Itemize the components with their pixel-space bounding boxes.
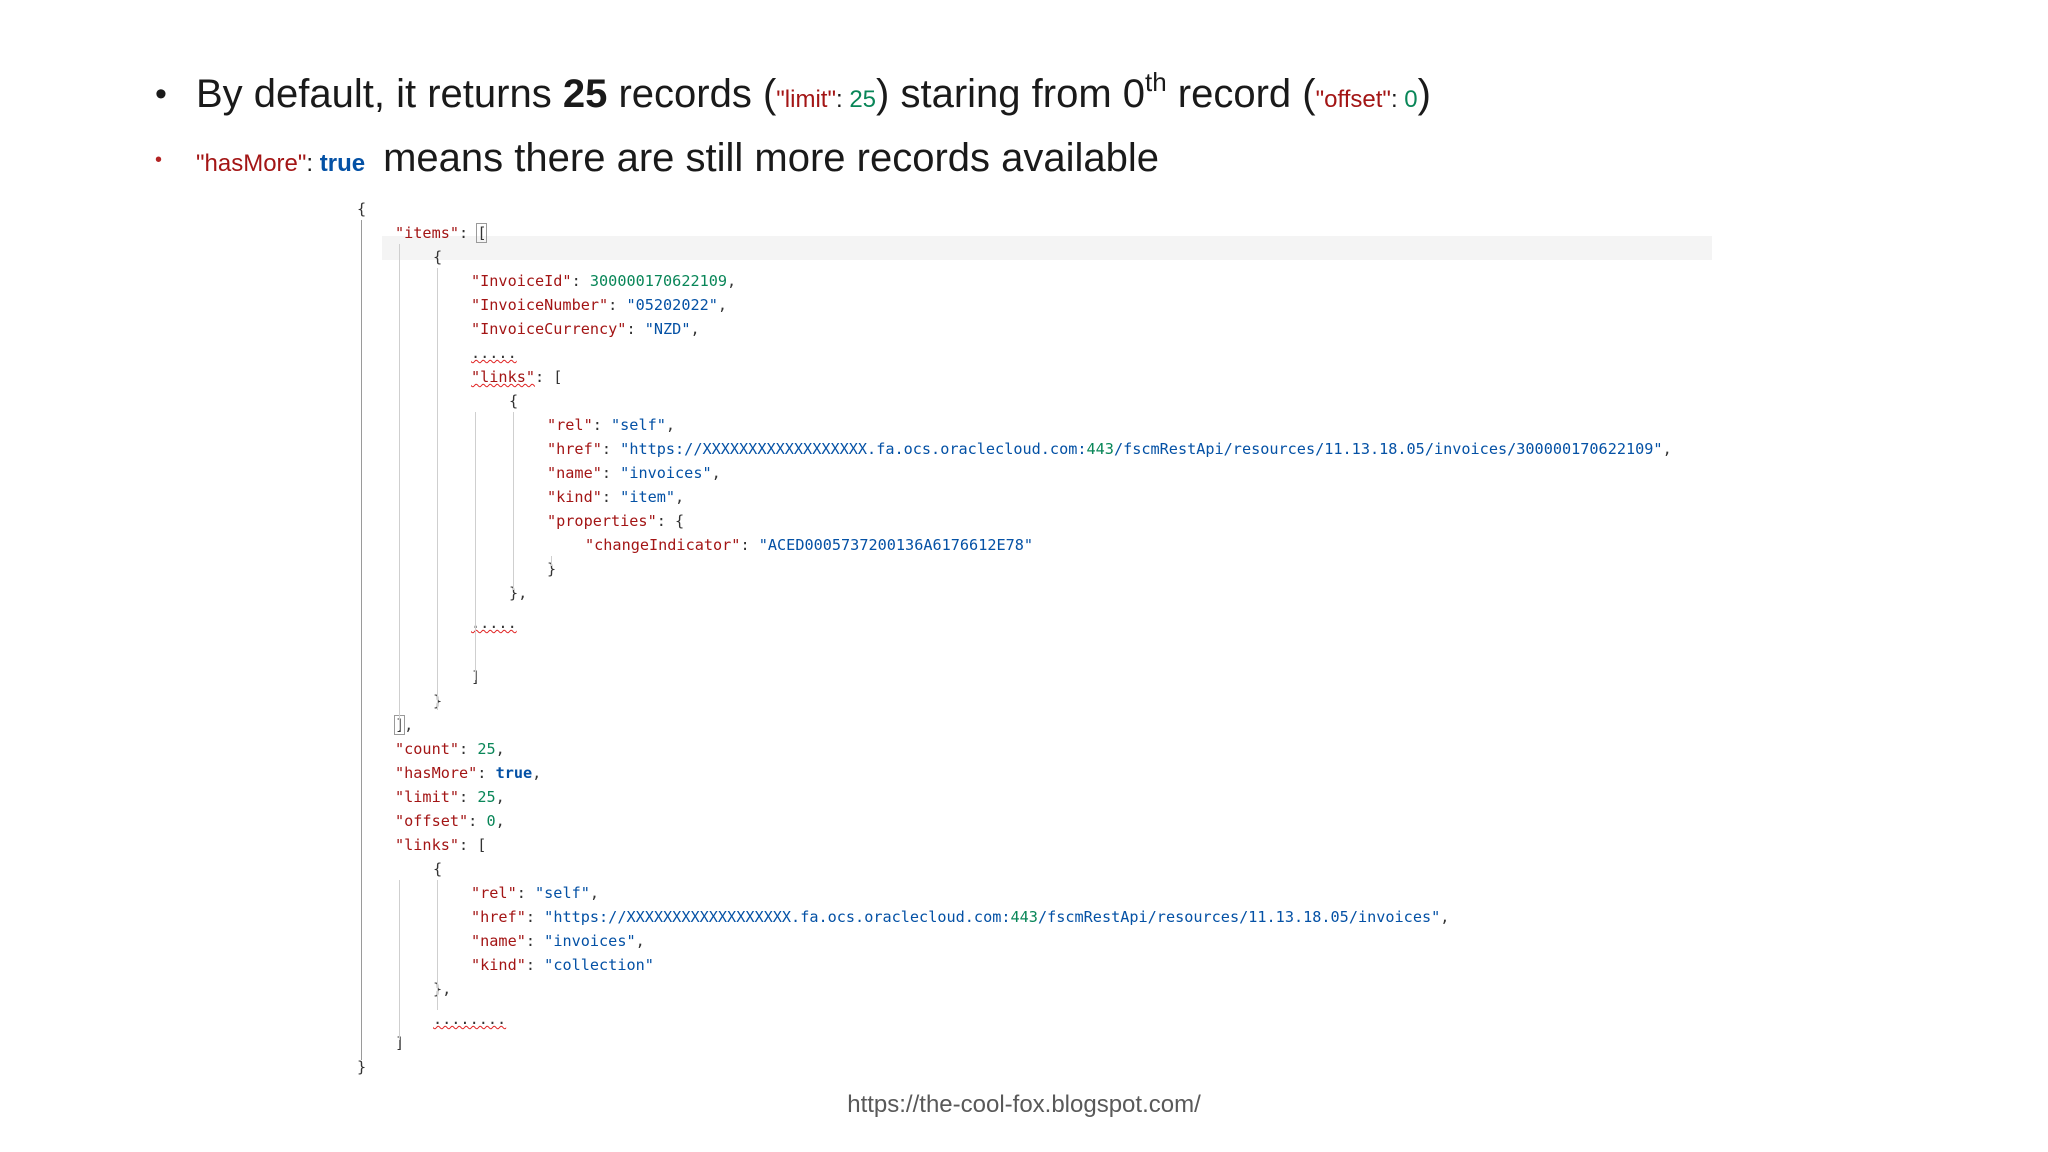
hasmore-key: "hasMore" bbox=[196, 150, 307, 177]
json-line: { bbox=[509, 392, 519, 410]
json-line: "name": "invoices", bbox=[547, 464, 721, 482]
json-ellipsis-line: ........ bbox=[433, 1010, 507, 1028]
text-segment: record ( bbox=[1166, 72, 1316, 116]
bold-count: 25 bbox=[562, 72, 608, 116]
superscript: th bbox=[1145, 66, 1167, 97]
json-line: "offset": 0, bbox=[395, 812, 505, 830]
json-line: "links": [ bbox=[471, 368, 563, 386]
json-line: }, bbox=[509, 584, 528, 602]
footer-url: https://the-cool-fox.blogspot.com/ bbox=[847, 1091, 1201, 1118]
text-segment: ) bbox=[1417, 72, 1431, 116]
json-line: "count": 25, bbox=[395, 740, 505, 758]
offset-key: "offset" bbox=[1315, 86, 1391, 113]
json-line: "properties": { bbox=[547, 512, 685, 530]
json-line: "rel": "self", bbox=[547, 416, 676, 434]
text-segment: records ( bbox=[607, 72, 777, 116]
bullet-text: "hasMore": true means there are still mor… bbox=[196, 130, 1159, 192]
limit-value: 25 bbox=[849, 86, 877, 113]
colon: : bbox=[835, 86, 850, 113]
text-segment: By default, it returns bbox=[196, 72, 563, 116]
json-line: "InvoiceCurrency": "NZD", bbox=[471, 320, 700, 338]
limit-key: "limit" bbox=[776, 86, 836, 113]
indent-guide bbox=[437, 880, 438, 1010]
json-ellipsis-line: ..... bbox=[471, 344, 517, 362]
json-line: "kind": "item", bbox=[547, 488, 685, 506]
colon: : bbox=[1390, 86, 1405, 113]
indent-guide bbox=[361, 220, 362, 1060]
hasmore-description: means there are still more records avail… bbox=[383, 136, 1160, 180]
json-line: { bbox=[357, 200, 367, 218]
indent-guide bbox=[513, 412, 514, 590]
indent-guide bbox=[399, 244, 400, 730]
colon: : bbox=[306, 150, 320, 177]
json-ellipsis-line: ..... bbox=[471, 614, 517, 632]
json-line: "hasMore": true, bbox=[395, 764, 542, 782]
json-line: "name": "invoices", bbox=[471, 932, 645, 950]
indent-guide bbox=[437, 268, 438, 710]
indent-guide bbox=[399, 880, 400, 1040]
json-line: { bbox=[433, 248, 443, 266]
json-code-view: { "items": [ { "InvoiceId": 300000170622109… bbox=[353, 200, 1718, 1076]
json-line: { bbox=[433, 860, 443, 878]
json-line: "href": "https://XXXXXXXXXXXXXXXXXX.fa.o… bbox=[471, 908, 1450, 926]
json-line: "changeIndicator": "ACED0005737200136A61… bbox=[585, 536, 1034, 554]
bullet-dot: • bbox=[155, 75, 167, 113]
json-line: "kind": "collection" bbox=[471, 956, 654, 974]
json-line: "href": "https://XXXXXXXXXXXXXXXXXX.fa.o… bbox=[547, 440, 1672, 458]
json-line: "items": [ bbox=[395, 223, 488, 243]
json-line: "InvoiceId": 300000170622109, bbox=[471, 272, 737, 290]
offset-value: 0 bbox=[1404, 86, 1418, 113]
json-line: "links": [ bbox=[395, 836, 487, 854]
text-segment: ) staring from 0 bbox=[876, 72, 1145, 116]
bullet-text: By default, it returns 25 records ("limi… bbox=[196, 66, 1431, 128]
json-line: }, bbox=[433, 980, 452, 998]
indent-guide bbox=[475, 412, 476, 680]
json-line: "limit": 25, bbox=[395, 788, 505, 806]
indent-guide bbox=[551, 556, 552, 566]
json-line: ], bbox=[393, 713, 413, 737]
json-line: "InvoiceNumber": "05202022", bbox=[471, 296, 728, 314]
json-line: ] bbox=[395, 1034, 405, 1052]
hasmore-value: true bbox=[319, 150, 366, 177]
current-line-highlight bbox=[382, 236, 1712, 260]
json-line: } bbox=[357, 1058, 367, 1076]
bullet-dot: • bbox=[155, 149, 163, 171]
json-line: } bbox=[547, 560, 557, 578]
json-line: "rel": "self", bbox=[471, 884, 600, 902]
